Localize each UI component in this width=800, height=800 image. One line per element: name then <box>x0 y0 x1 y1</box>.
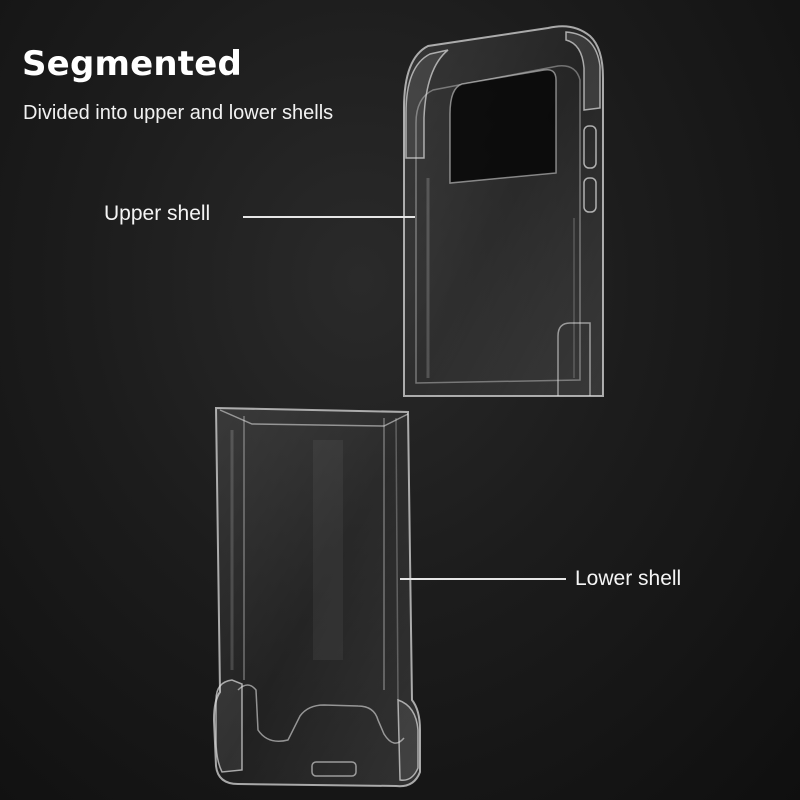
subheadline: Divided into upper and lower shells <box>23 102 334 124</box>
lower-shell-leader-line <box>400 578 566 580</box>
lower-shell-illustration <box>212 406 421 788</box>
upper-shell-label: Upper shell <box>104 202 211 225</box>
upper-shell-illustration <box>403 25 604 397</box>
lower-shell-label: Lower shell <box>575 567 682 590</box>
upper-shell-leader-line <box>243 216 415 218</box>
headline: Segmented <box>22 44 243 84</box>
